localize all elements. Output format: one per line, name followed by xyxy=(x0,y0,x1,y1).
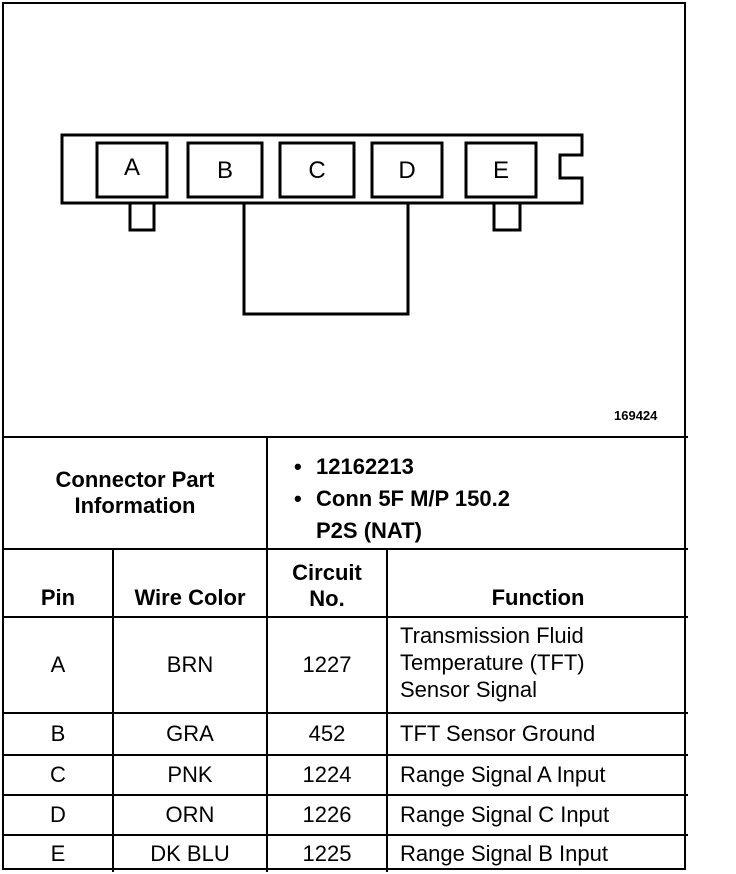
connector-description-cont: P2S (NAT) xyxy=(316,518,422,543)
header-pin: Pin xyxy=(40,585,76,610)
pin-label-a: A xyxy=(123,154,140,181)
row-a-pin: A xyxy=(50,652,66,677)
connector-description: Conn 5F M/P 150.2 xyxy=(316,486,510,511)
row-d-function: Range Signal C Input xyxy=(400,802,610,827)
row-a-function-line: Sensor Signal xyxy=(400,677,537,702)
connector-part-list: •12162213 •Conn 5F M/P 150.2 P2S (NAT) xyxy=(294,454,510,550)
connector-diagram: A B C D E 169424 xyxy=(4,4,688,436)
row-e-pin: E xyxy=(50,841,66,866)
divider xyxy=(4,834,688,836)
row-a-function: Transmission Fluid Temperature (TFT) Sen… xyxy=(388,622,688,710)
row-c-circuit: 1224 xyxy=(302,762,352,787)
divider xyxy=(266,436,268,550)
header-circuit-line: No. xyxy=(309,586,345,611)
pin-box-b xyxy=(186,141,264,199)
divider xyxy=(112,548,114,872)
pin-box-c xyxy=(278,141,356,199)
header-wire-color: Wire Color xyxy=(134,585,246,610)
connector-outline xyxy=(60,133,584,316)
pin-label-c: C xyxy=(308,157,326,184)
row-b-function: TFT Sensor Ground xyxy=(400,721,596,746)
header-circuit: Circuit No. xyxy=(268,556,386,616)
divider xyxy=(4,436,688,438)
pin-box-d xyxy=(370,141,444,199)
row-e-function: Range Signal B Input xyxy=(400,841,608,866)
divider xyxy=(266,548,268,872)
pin-box-e xyxy=(464,141,538,199)
divider xyxy=(4,794,688,796)
list-item: •12162213 xyxy=(294,454,414,479)
divider xyxy=(4,616,688,618)
part-number: 12162213 xyxy=(316,454,414,479)
pin-box-a xyxy=(95,141,169,199)
row-e-wire: DK BLU xyxy=(150,841,230,866)
key-tab-left xyxy=(128,203,156,232)
connector-info-label-line: Information xyxy=(74,493,196,518)
pin-label-e: E xyxy=(492,157,509,184)
figure-number: 169424 xyxy=(614,408,658,423)
header-function: Function xyxy=(491,585,585,610)
header-circuit-line: Circuit xyxy=(292,560,362,585)
divider xyxy=(4,754,688,756)
row-a-wire: BRN xyxy=(166,652,214,677)
divider xyxy=(386,548,388,872)
row-b-wire: GRA xyxy=(166,721,214,746)
list-item: •Conn 5F M/P 150.2 xyxy=(294,486,510,511)
row-d-circuit: 1226 xyxy=(302,802,352,827)
row-e-circuit: 1225 xyxy=(302,841,352,866)
row-b-circuit: 452 xyxy=(308,721,346,746)
key-tab-right xyxy=(492,203,522,232)
row-d-pin: D xyxy=(50,802,66,827)
row-c-wire: PNK xyxy=(167,762,213,787)
divider xyxy=(4,548,688,550)
divider xyxy=(4,712,688,714)
row-b-pin: B xyxy=(50,721,66,746)
jumper-bracket xyxy=(242,203,410,316)
row-a-function-line: Temperature (TFT) xyxy=(400,650,585,675)
row-d-wire: ORN xyxy=(165,802,215,827)
row-c-function: Range Signal A Input xyxy=(400,762,606,787)
row-c-pin: C xyxy=(50,762,66,787)
connector-sheet: A B C D E 169424 Connector Part Informat… xyxy=(2,2,688,872)
list-item: P2S (NAT) xyxy=(294,518,510,544)
row-a-circuit: 1227 xyxy=(302,652,352,677)
connector-info-label: Connector Part Information xyxy=(4,438,266,548)
pin-label-d: D xyxy=(398,157,416,184)
row-a-function-line: Transmission Fluid xyxy=(400,623,584,648)
pin-label-b: B xyxy=(216,157,233,184)
connector-info-label-line: Connector Part xyxy=(55,467,215,492)
